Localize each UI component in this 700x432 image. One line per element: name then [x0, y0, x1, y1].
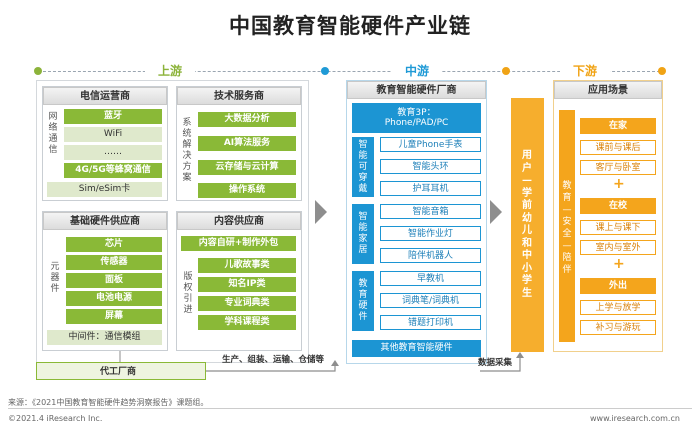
scene-home: 在家 [580, 118, 656, 134]
content-header: 内容供应商 [177, 212, 301, 230]
footer-divider [8, 408, 692, 409]
maker-item-earphone: 护耳耳机 [380, 181, 481, 196]
content-item-songs: 儿歌故事类 [198, 258, 296, 273]
hardware-middleware: 中间件：通信模组 [47, 330, 162, 345]
maker-group-wearable-side [352, 137, 374, 197]
hardware-item-screen: 屏幕 [66, 309, 162, 324]
tech-header: 技术服务商 [177, 87, 301, 105]
users-column [511, 98, 544, 352]
scene-outdoor: 外出 [580, 278, 656, 294]
chevron-right-icon [315, 200, 327, 224]
plus-icon: + [613, 176, 625, 192]
data-collect-label: 数据采集 [478, 358, 513, 368]
telecom-header: 电信运营商 [43, 87, 167, 105]
maker-item-printer: 错题打印机 [380, 315, 481, 330]
scene-side-label: 教育—安全—陪伴 [562, 181, 572, 275]
content-top: 内容自研+制作外包 [181, 236, 296, 251]
oem-to-maker-arrow [206, 364, 336, 372]
tech-item-ai: AI算法服务 [198, 136, 296, 151]
chevron-right-icon [490, 200, 502, 224]
oem-flow-label: 生产、组装、运输、仓储等 [222, 355, 325, 365]
content-item-ip: 知名IP类 [198, 277, 296, 292]
stage-downstream: 下游 [560, 62, 610, 80]
stage-dot [321, 67, 329, 75]
stage-dot [658, 67, 666, 75]
maker-group-home-label: 智能家居 [358, 212, 368, 255]
oem-arrow-head [331, 360, 339, 366]
telecom-item-more: …… [64, 145, 162, 160]
maker-item-watch: 儿童Phone手表 [380, 137, 481, 152]
content-item-dictionary: 专业词典类 [198, 296, 296, 311]
data-collect-arrow [480, 356, 521, 372]
users-label: 用户—学前幼儿和中小学生 [522, 150, 532, 299]
oem-label: 代工厂商 [100, 367, 137, 377]
maker-3p-sub: Phone/PAD/PC [384, 118, 449, 128]
hardware-item-chip: 芯片 [66, 237, 162, 252]
stage-divider-line [38, 71, 660, 72]
page-title: 中国教育智能硬件产业链 [229, 14, 471, 38]
telecom-item-wifi: WiFi [64, 127, 162, 142]
scene-home-item-2: 客厅与卧室 [580, 160, 656, 175]
plus-icon: + [613, 256, 625, 272]
stage-dot [502, 67, 510, 75]
telecom-panel: 电信运营商 [42, 86, 168, 201]
stage-midstream: 中游 [392, 62, 442, 80]
telecom-side-label: 网络通信 [48, 112, 58, 155]
content-item-courses: 学科课程类 [198, 315, 296, 330]
tech-side-label: 系统解决方案 [182, 118, 192, 183]
scene-school-item-1: 课上与课下 [580, 220, 656, 235]
scene-school: 在校 [580, 198, 656, 214]
maker-item-lamp: 智能作业灯 [380, 226, 481, 241]
scene-header: 应用场景 [554, 81, 662, 99]
telecom-sim-card: Sim/eSim卡 [47, 182, 162, 197]
maker-item-headband: 智能头环 [380, 159, 481, 174]
maker-header: 教育智能硬件厂商 [347, 81, 486, 99]
maker-item-robot: 陪伴机器人 [380, 248, 481, 263]
maker-3p-label: 教育3P： [397, 108, 436, 118]
maker-item-dict-pen: 词典笔/词典机 [380, 293, 481, 308]
scene-school-item-2: 室内与室外 [580, 240, 656, 255]
source-note: 来源：《2021中国教育智能硬件趋势洞察报告》课题组。 [8, 398, 209, 407]
scene-side-bar [559, 110, 575, 342]
maker-group-home-side [352, 204, 374, 264]
stage-upstream: 上游 [145, 62, 195, 80]
maker-group-edu-side [352, 271, 374, 331]
telecom-item-bluetooth: 蓝牙 [64, 109, 162, 124]
tech-item-os: 操作系统 [198, 183, 296, 198]
maker-group-wearable-label: 智能可穿戴 [358, 140, 368, 194]
content-side-label: 版权引进 [183, 272, 193, 315]
hardware-item-panel: 面板 [66, 273, 162, 288]
maker-item-speaker: 智能音箱 [380, 204, 481, 219]
tech-item-bigdata: 大数据分析 [198, 112, 296, 127]
hardware-item-sensor: 传感器 [66, 255, 162, 270]
telecom-item-cellular: 4G/5G等蜂窝通信 [64, 163, 162, 178]
data-arrow-head [516, 352, 524, 358]
hardware-item-battery: 电池电源 [66, 291, 162, 306]
maker-3p-box: 教育3P： Phone/PAD/PC [352, 103, 481, 133]
stage-dot [34, 67, 42, 75]
maker-other: 其他教育智能硬件 [352, 340, 481, 357]
scene-outdoor-item-1: 上学与放学 [580, 300, 656, 315]
copyright: ©2021.4 iResearch Inc. [8, 414, 103, 423]
tech-item-cloud: 云存储与云计算 [198, 160, 296, 175]
hardware-header: 基础硬件供应商 [43, 212, 167, 230]
scene-home-item-1: 课前与课后 [580, 140, 656, 155]
hardware-side-label: 元器件 [50, 262, 60, 294]
oem-box [36, 362, 206, 380]
scene-outdoor-item-2: 补习与游玩 [580, 320, 656, 335]
maker-group-edu-label: 教育硬件 [358, 279, 368, 322]
website: www.iresearch.com.cn [590, 414, 680, 423]
maker-item-early-edu: 早教机 [380, 271, 481, 286]
